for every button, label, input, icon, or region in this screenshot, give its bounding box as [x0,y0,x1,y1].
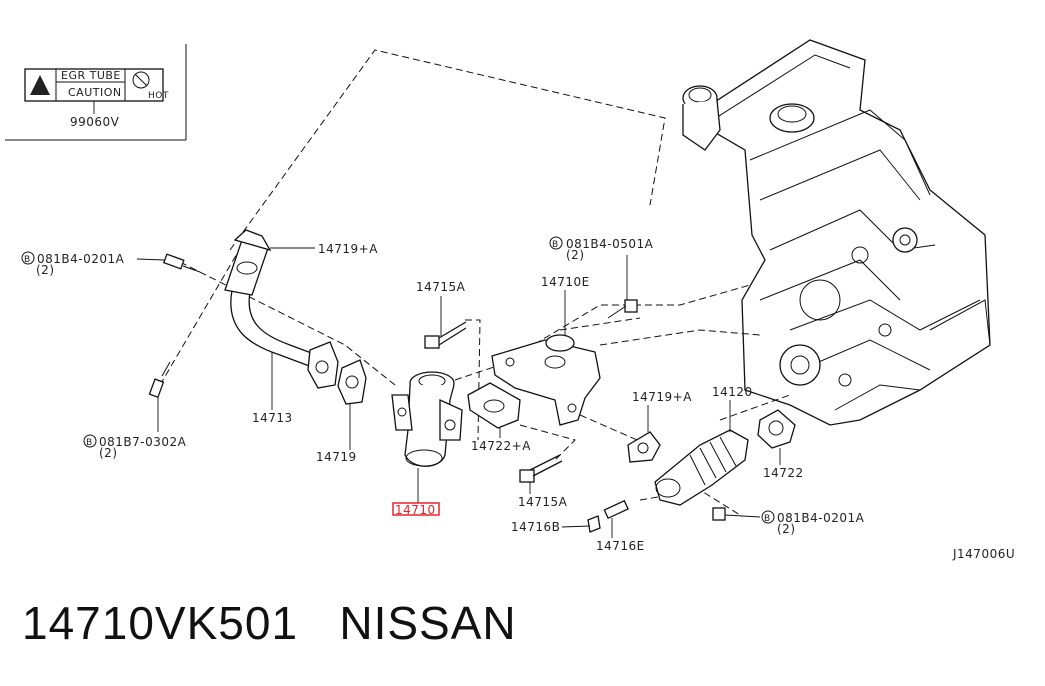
label-gasket-right-top[interactable]: 14719+A [632,390,692,404]
warning-triangle-icon [30,75,50,95]
engine-block-illustration [682,39,991,426]
label-bolt-right-qty: (2) [777,522,796,536]
label-tube[interactable]: 14713 [252,411,293,425]
part-number: 14710VK501 [22,597,299,649]
caution-text: CAUTION [68,86,122,99]
cooler-assembly-part [627,409,796,506]
b-symbol: B [24,255,31,265]
label-stud[interactable]: 14716E [596,539,645,553]
b-symbol: B [552,240,559,250]
caution-code: 99060V [70,115,120,129]
caution-title: EGR TUBE [61,69,121,82]
caution-hot: HOT [148,91,169,101]
egr-tube-part [224,229,339,389]
selected-part-highlight [392,502,440,516]
caution-label-panel: EGR TUBE CAUTION HOT 99060V [5,44,187,141]
leader-lines [136,247,781,538]
label-gasket-right[interactable]: 14722 [763,466,804,480]
label-gasket-left[interactable]: 14719 [316,450,357,464]
label-valve-selected[interactable]: 14710 [395,503,436,517]
egr-valve-part [391,371,463,467]
label-cooler-tube[interactable]: 14120 [712,385,753,399]
no-touch-icon [132,71,150,89]
callout-labels: B 081B4-0201A (2) 14719+A 14713 14719 B … [21,236,1015,561]
label-nut[interactable]: 14716B [511,520,560,534]
gasket-center-part [467,382,521,429]
label-bolt-left-top-qty: (2) [36,263,55,277]
label-bracket[interactable]: 14710E [541,275,590,289]
label-bolt-bracket[interactable]: 081B4-0501A [566,237,654,251]
brand-name: NISSAN [339,597,517,649]
diagram-code: J147006U [952,547,1015,561]
b-symbol: B [86,438,93,448]
label-bolt-right[interactable]: 081B4-0201A [777,511,865,525]
label-tube-gasket-top[interactable]: 14719+A [318,242,378,256]
part-caption: 14710VK501 NISSAN [22,596,517,650]
label-bolt-center-bottom[interactable]: 14715A [518,495,568,509]
label-gasket-center[interactable]: 14722+A [471,439,531,453]
label-bolt-left-top[interactable]: 081B4-0201A [37,252,125,266]
label-bolt-center-top[interactable]: 14715A [416,280,466,294]
label-bolt-bracket-qty: (2) [566,248,585,262]
bracket-part [491,334,601,426]
label-bolt-left-bottom-qty: (2) [99,446,118,460]
gasket-left-part [337,359,367,405]
bolts [148,253,726,533]
b-symbol: B [764,514,771,524]
label-bolt-left-bottom[interactable]: 081B7-0302A [99,435,187,449]
